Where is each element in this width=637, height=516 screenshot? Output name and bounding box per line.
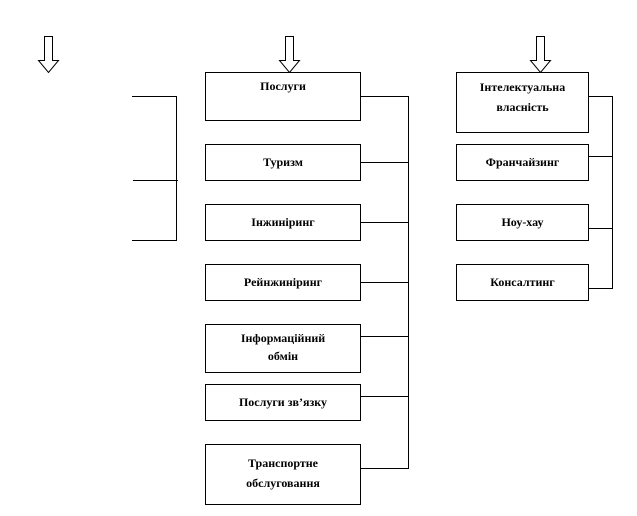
down-arrow-icon: [529, 36, 552, 74]
left-bracket: [132, 96, 177, 241]
services-connector: [360, 96, 409, 469]
box-transport-service: Транспортне обслуговання: [205, 444, 361, 505]
box-tourism: Туризм: [205, 144, 361, 181]
box-intellectual-property: Інтелектуальна власність: [456, 72, 589, 133]
box-communication-services: Послуги зв’язку: [205, 384, 361, 421]
ip-connector: [588, 96, 613, 289]
box-know-how: Ноу-хау: [456, 204, 589, 241]
down-arrow-icon: [278, 36, 301, 74]
box-franchising: Франчайзинг: [456, 144, 589, 181]
box-information-exchange: Інформаційний обмін: [205, 324, 361, 373]
box-services: Послуги: [205, 72, 361, 121]
down-arrow-icon: [37, 36, 60, 74]
box-consulting: Консалтинг: [456, 264, 589, 301]
box-engineering: Інжиніринг: [205, 204, 361, 241]
box-reengineering: Рейнжиніринг: [205, 264, 361, 301]
